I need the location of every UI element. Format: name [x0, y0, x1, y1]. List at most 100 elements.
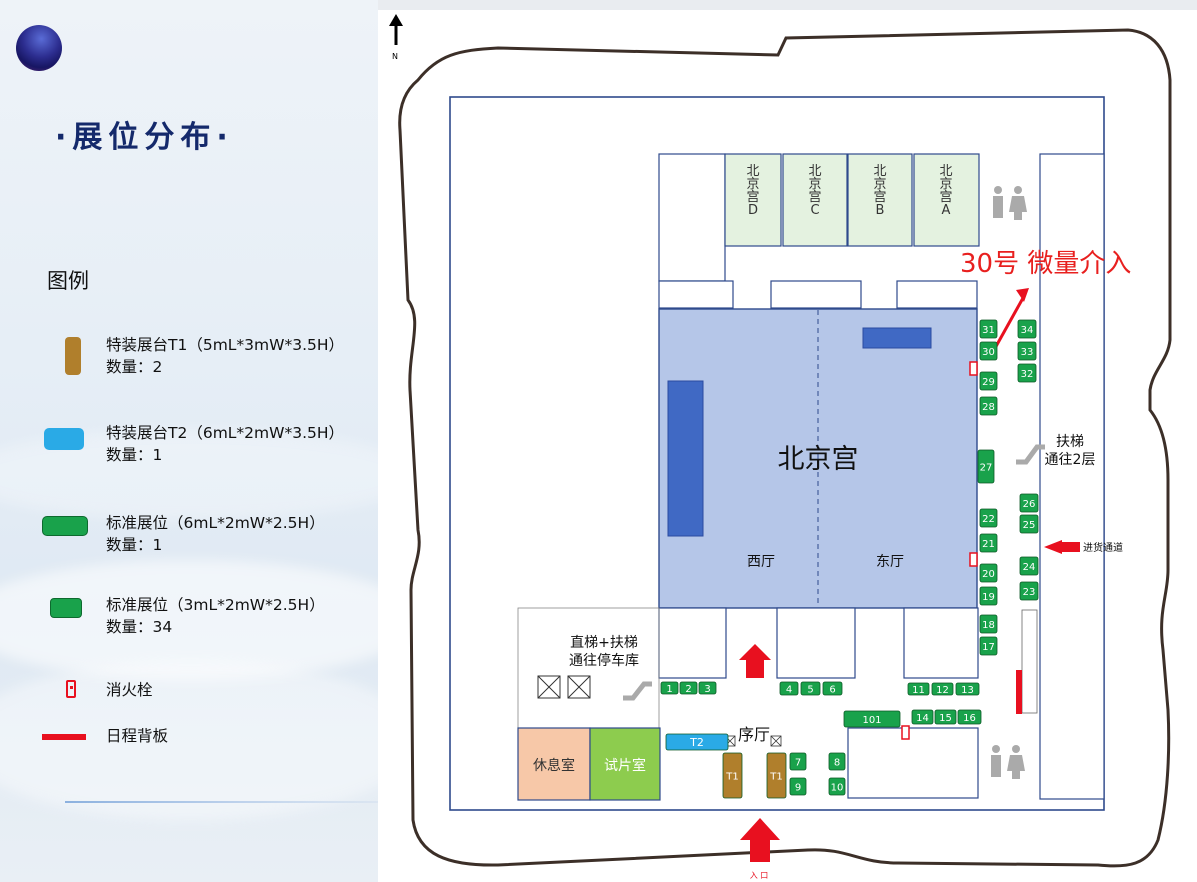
service-room: [896, 280, 978, 309]
legend-count: 数量：1: [106, 446, 163, 464]
booth-2[interactable]: [679, 681, 698, 695]
legend-item-hydrant: 消火栓: [106, 679, 153, 701]
t2-swatch: [44, 428, 84, 450]
annotation-arrow: [992, 297, 1025, 351]
booth-8[interactable]: [828, 752, 846, 771]
booth-11[interactable]: [907, 682, 930, 696]
booth-t1[interactable]: [766, 752, 787, 799]
room-b: [847, 153, 913, 247]
booth-10-label: 10: [831, 783, 844, 794]
booth-19[interactable]: [979, 586, 998, 606]
booth-33[interactable]: [1017, 341, 1037, 361]
booth-23[interactable]: [1019, 581, 1039, 601]
booth-t1[interactable]: [722, 752, 743, 799]
foyer-label: 序厅: [738, 725, 770, 744]
annotation-label: 30号 微量介入: [960, 249, 1131, 279]
service-room: [776, 607, 856, 679]
booth-13[interactable]: [955, 682, 980, 696]
booth-16[interactable]: [957, 709, 982, 725]
service-room: [903, 607, 979, 679]
booth-17-label: 17: [982, 642, 995, 653]
hydrant-icon: [66, 680, 76, 698]
booth-31-label: 31: [982, 325, 995, 336]
booth-6[interactable]: [822, 681, 843, 696]
booth-26-label: 26: [1023, 499, 1036, 510]
building-outline: [398, 28, 1172, 868]
booth-7[interactable]: [789, 752, 807, 771]
booth-t2[interactable]: [665, 733, 729, 751]
booth-18[interactable]: [979, 614, 998, 634]
booth-21-label: 21: [982, 539, 995, 550]
legend-label: 特装展台T2（6mL*2mW*3.5H）: [106, 424, 345, 442]
booth-21[interactable]: [979, 533, 998, 553]
booth-12[interactable]: [931, 682, 954, 696]
room-d: [724, 153, 782, 247]
lounge: [517, 727, 591, 801]
service-room: [658, 607, 727, 679]
service-room: [847, 727, 979, 799]
east-hall-label: 东厅: [876, 554, 904, 570]
booth-24[interactable]: [1019, 556, 1039, 576]
booth-27[interactable]: [977, 449, 995, 484]
north-label: N: [392, 52, 398, 61]
booth-4[interactable]: [779, 681, 799, 696]
legend-count: 数量：1: [106, 536, 163, 554]
booth-34[interactable]: [1017, 319, 1037, 339]
booth-15[interactable]: [934, 709, 957, 725]
legend-panel: ·展位分布· 图例 特装展台T1（5mL*3mW*3.5H） 数量：2 特装展台…: [0, 0, 378, 882]
room-a: [913, 153, 980, 247]
legend-item-standard-6m: 标准展位（6mL*2mW*2.5H） 数量：1: [106, 512, 325, 556]
booth-22[interactable]: [979, 508, 998, 528]
booth-10[interactable]: [828, 777, 846, 796]
escalator-icon: [623, 681, 652, 701]
hydrant-icon: [969, 361, 978, 376]
booth-1-label: 1: [666, 684, 672, 695]
booth-22-label: 22: [982, 514, 995, 525]
booth-20[interactable]: [979, 563, 998, 583]
booth-29-label: 29: [982, 377, 995, 388]
service-room: [658, 280, 734, 309]
legend-label: 日程背板: [106, 727, 169, 745]
booth-29[interactable]: [979, 371, 998, 391]
booth-1[interactable]: [660, 681, 679, 695]
logo-icon: [16, 25, 62, 71]
booth-25-label: 25: [1023, 520, 1036, 531]
booth-5-label: 5: [807, 685, 813, 696]
booth-14[interactable]: [911, 709, 934, 725]
booth-25[interactable]: [1019, 514, 1039, 534]
booth-24-label: 24: [1023, 562, 1036, 573]
room-c: [782, 153, 848, 247]
booth-5[interactable]: [800, 681, 821, 696]
booth-3-label: 3: [704, 684, 710, 695]
standard-3m-swatch: [50, 598, 82, 618]
hydrant-icon: [901, 725, 910, 740]
booth-30[interactable]: [979, 341, 998, 361]
lounge-label: 休息室: [533, 757, 575, 774]
booth-101-label: 101: [862, 715, 881, 726]
tasting-label: 试片室: [604, 757, 646, 774]
escalator-icon: [1016, 444, 1045, 465]
booth-12-label: 12: [936, 685, 949, 696]
elevator-icon: [537, 675, 591, 699]
booth-26[interactable]: [1019, 493, 1039, 513]
booth-32[interactable]: [1017, 363, 1037, 383]
standard-6m-swatch: [42, 516, 88, 536]
booth-101[interactable]: [843, 710, 901, 728]
booth-4-label: 4: [786, 685, 792, 696]
legend-label: 特装展台T1（5mL*3mW*3.5H）: [106, 336, 345, 354]
booth-17[interactable]: [979, 636, 998, 656]
elevator-label: 直梯+扶梯通往停车库: [569, 634, 639, 669]
booth-28[interactable]: [979, 396, 998, 416]
booth-3[interactable]: [698, 681, 717, 695]
fire-box-icon: [770, 735, 782, 747]
annotation-arrow-head: [1016, 288, 1029, 302]
booth-t1-label: T1: [769, 772, 782, 783]
hydrant-icon: [969, 552, 978, 567]
legend-item-standard-3m: 标准展位（3mL*2mW*2.5H） 数量：34: [106, 594, 325, 638]
booth-9[interactable]: [789, 777, 807, 796]
booth-15-label: 15: [939, 713, 952, 724]
booth-31[interactable]: [979, 319, 998, 339]
